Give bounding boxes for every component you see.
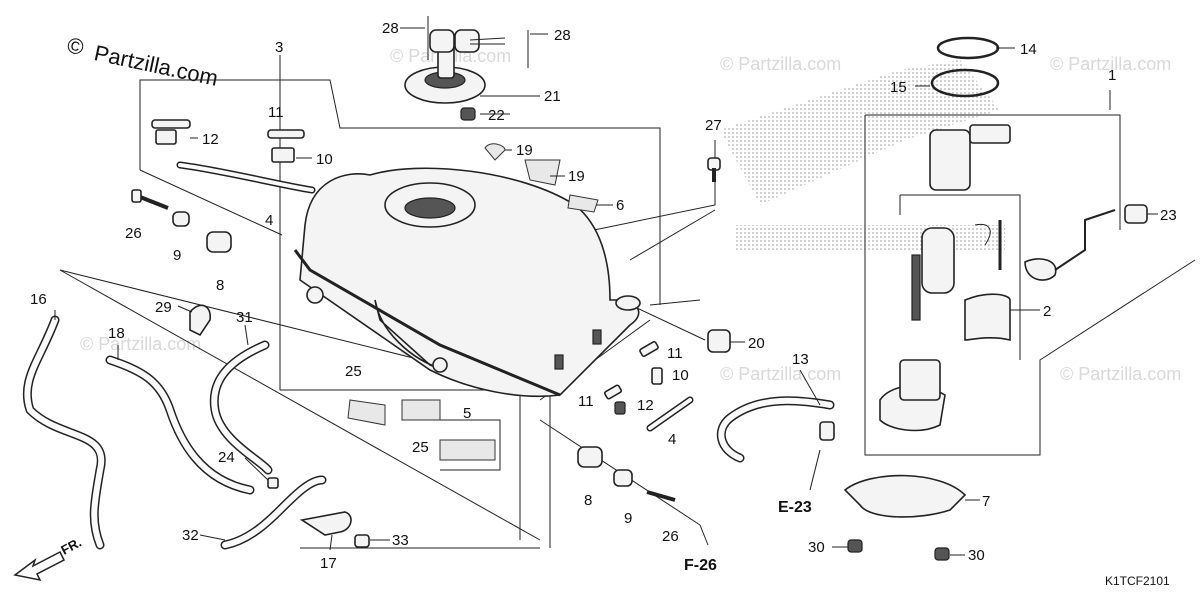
callout-28a: 28 xyxy=(382,20,399,37)
watermark-repeat: © Partzilla.com xyxy=(720,364,841,384)
callout-27: 27 xyxy=(705,117,722,134)
callout-8b: 8 xyxy=(584,492,592,509)
callout-25b: 25 xyxy=(412,439,429,456)
callout-16: 16 xyxy=(30,291,47,308)
callout-4a: 4 xyxy=(265,212,273,229)
callout-3: 3 xyxy=(275,39,283,56)
bolts-and-collars xyxy=(131,157,731,548)
callout-32: 32 xyxy=(182,527,199,544)
rubber-strip-icon xyxy=(176,161,694,432)
clamp-bracket-parts xyxy=(189,304,352,536)
arrow-fr-icon: FR. xyxy=(13,535,84,582)
reference-labels: E-23 F-26 xyxy=(684,499,812,574)
callout-9a: 9 xyxy=(173,247,181,264)
watermark-repeat: © Partzilla.com xyxy=(1060,364,1181,384)
fuel-tank-icon xyxy=(293,167,641,398)
callout-10b: 10 xyxy=(672,367,689,384)
callout-25a: 25 xyxy=(345,363,362,380)
callout-9b: 9 xyxy=(624,510,632,527)
callout-26a: 26 xyxy=(125,225,142,242)
watermark-repeats: © Partzilla.com © Partzilla.com © Partzi… xyxy=(80,46,1181,384)
callout-12b: 12 xyxy=(637,397,654,414)
callout-19a: 19 xyxy=(516,142,533,159)
callout-2: 2 xyxy=(1043,303,1051,320)
callout-14: 14 xyxy=(1020,41,1037,58)
callout-21: 21 xyxy=(544,88,561,105)
label-stickers xyxy=(347,143,599,461)
reference-f26: F-26 xyxy=(684,557,717,574)
callout-6: 6 xyxy=(616,197,624,214)
callout-17: 17 xyxy=(320,555,337,572)
callout-23: 23 xyxy=(1160,207,1177,224)
watermark-repeat: © Partzilla.com xyxy=(1050,54,1171,74)
callout-5: 5 xyxy=(463,405,471,422)
callout-18: 18 xyxy=(108,325,125,342)
fuel-cap-icon xyxy=(404,16,529,121)
fuel-pump-icon xyxy=(843,36,1148,561)
callout-11b: 11 xyxy=(667,345,683,362)
callout-12a: 12 xyxy=(202,131,219,148)
watermark-repeat: © Partzilla.com xyxy=(720,54,841,74)
reference-e23: E-23 xyxy=(778,499,812,516)
callout-11a: 11 xyxy=(268,104,284,121)
callout-26b: 26 xyxy=(662,528,679,545)
direction-label: FR. xyxy=(58,535,84,558)
callout-4b: 4 xyxy=(668,431,676,448)
callout-28b: 28 xyxy=(554,27,571,44)
diagram-code: K1TCF2101 xyxy=(1105,574,1170,588)
callout-numbers: 1 2 3 4 4 5 6 7 8 8 9 9 10 10 11 11 11 1… xyxy=(30,20,1177,572)
callout-19b: 19 xyxy=(568,168,585,185)
partzilla-watermark: © Partzilla.com xyxy=(65,32,220,91)
callout-13: 13 xyxy=(792,351,809,368)
callout-22: 22 xyxy=(488,107,505,124)
watermark-repeat: © Partzilla.com xyxy=(80,334,201,354)
copyright-icon: © xyxy=(65,32,86,60)
leader-lines xyxy=(54,27,1158,556)
callout-1: 1 xyxy=(1108,67,1116,84)
callout-31: 31 xyxy=(236,309,253,326)
watermark-brand: Partzilla.com xyxy=(92,40,220,91)
callout-30b: 30 xyxy=(968,547,985,564)
hose-icon xyxy=(22,315,835,550)
callout-10a: 10 xyxy=(316,151,333,168)
small-rubber-parts xyxy=(151,119,663,415)
callout-33: 33 xyxy=(392,532,409,549)
callout-20: 20 xyxy=(748,335,765,352)
callout-29: 29 xyxy=(155,299,172,316)
callout-7: 7 xyxy=(982,493,990,510)
callout-24: 24 xyxy=(218,449,235,466)
callout-30a: 30 xyxy=(808,539,825,556)
callout-15: 15 xyxy=(890,79,907,96)
callout-11c: 11 xyxy=(578,393,594,410)
callout-8a: 8 xyxy=(216,277,224,294)
